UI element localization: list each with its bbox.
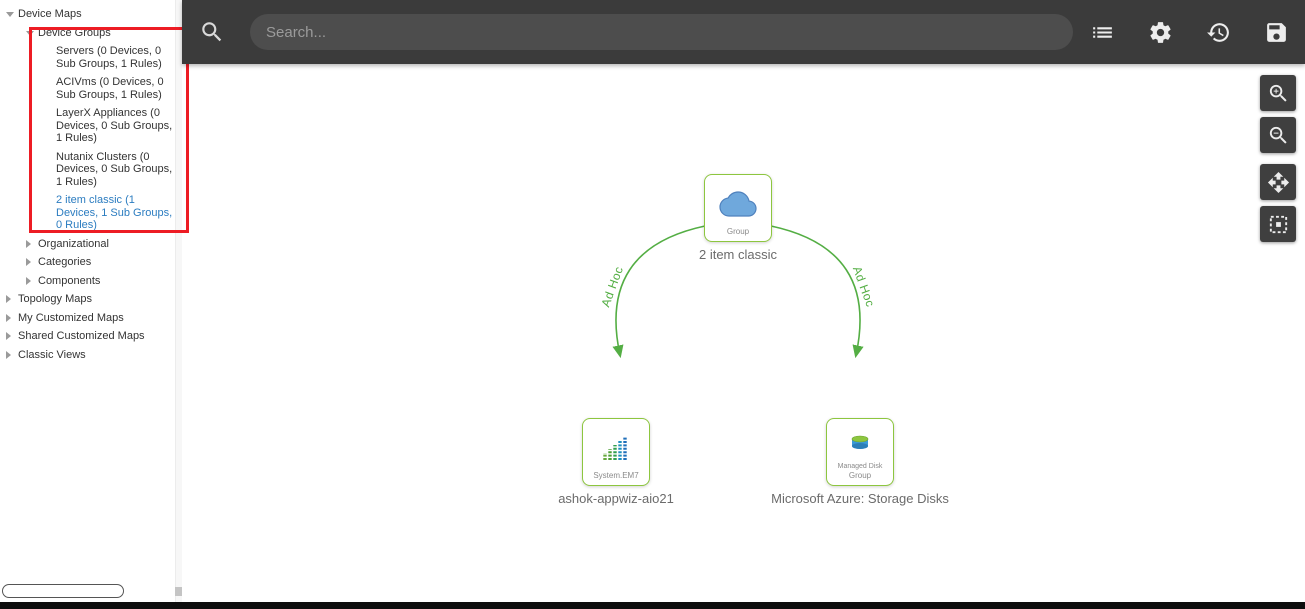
caret-right-icon xyxy=(26,258,31,266)
caret-right-icon xyxy=(6,295,11,303)
node-managed-disk[interactable]: Managed Disk Group xyxy=(826,418,894,486)
caret-right-icon xyxy=(6,350,11,359)
select-region-button[interactable] xyxy=(1260,206,1296,242)
sidebar-item-device-groups[interactable]: Device Groups xyxy=(0,27,182,40)
sidebar-item-label: Device Maps xyxy=(18,8,82,20)
sidebar-item-label: ACIVms (0 Devices, 0 Sub Groups, 1 Rules… xyxy=(56,76,164,101)
sidebar-item-organizational[interactable]: Organizational xyxy=(0,238,182,251)
sidebar-item-label: Components xyxy=(38,274,101,287)
sidebar-item-2-item-classic[interactable]: 2 item classic (1 Devices, 1 Sub Groups,… xyxy=(0,194,176,232)
caret-down-icon xyxy=(6,12,14,17)
sidebar-item-label: Categories xyxy=(38,256,92,268)
node-title: ashok-appwiz-aio21 xyxy=(558,491,674,506)
sidebar-item-layerx-appliances[interactable]: LayerX Appliances (0 Devices, 0 Sub Grou… xyxy=(0,107,176,145)
pan-button[interactable] xyxy=(1260,164,1296,200)
node-caption: Managed Disk xyxy=(837,463,883,470)
topology-edges: Ad Hoc Ad Hoc xyxy=(598,225,878,359)
sidebar-item-classic-views[interactable]: Classic Views xyxy=(0,349,182,362)
edge-label: Ad Hoc xyxy=(850,264,878,309)
topbar xyxy=(182,0,1305,64)
sidebar-item-label: Shared Customized Maps xyxy=(18,330,145,342)
node-group[interactable]: Group xyxy=(704,174,772,242)
sidebar-item-topology-maps[interactable]: Topology Maps xyxy=(0,293,182,306)
caret-right-icon xyxy=(26,276,31,285)
search-input[interactable] xyxy=(250,14,1073,50)
sidebar-item-label: Topology Maps xyxy=(18,293,92,305)
sidebar-filter-input[interactable] xyxy=(2,584,124,598)
node-caption: System.EM7 xyxy=(593,471,639,480)
sidebar-item-acivms[interactable]: ACIVms (0 Devices, 0 Sub Groups, 1 Rules… xyxy=(0,76,176,101)
zoom-in-button[interactable] xyxy=(1260,75,1296,111)
history-icon[interactable] xyxy=(1206,20,1231,45)
list-icon[interactable] xyxy=(1090,20,1115,45)
sidebar-item-label: My Customized Maps xyxy=(18,311,124,324)
caret-right-icon xyxy=(6,332,11,340)
bar-chart-icon xyxy=(585,425,647,471)
sidebar-item-label: LayerX Appliances (0 Devices, 0 Sub Grou… xyxy=(56,107,173,144)
sidebar: Device Maps Device Groups Servers (0 Dev… xyxy=(0,0,189,602)
cloud-icon xyxy=(707,181,769,227)
edge-group-to-em7 xyxy=(612,225,706,359)
edge-group-to-disk xyxy=(770,225,864,359)
sidebar-item-categories[interactable]: Categories xyxy=(0,256,182,269)
sidebar-item-shared-customized-maps[interactable]: Shared Customized Maps xyxy=(0,330,182,343)
sidebar-item-nutanix-clusters[interactable]: Nutanix Clusters (0 Devices, 0 Sub Group… xyxy=(0,151,176,189)
sidebar-item-components[interactable]: Components xyxy=(0,275,182,288)
sidebar-item-label: Classic Views xyxy=(18,348,86,361)
node-caption: Group xyxy=(726,227,750,236)
sidebar-item-my-customized-maps[interactable]: My Customized Maps xyxy=(0,312,182,325)
node-title: Microsoft Azure: Storage Disks xyxy=(771,491,949,506)
sidebar-item-servers[interactable]: Servers (0 Devices, 0 Sub Groups, 1 Rule… xyxy=(0,45,176,70)
caret-down-icon xyxy=(26,30,34,36)
settings-gear-icon[interactable] xyxy=(1148,20,1173,45)
sidebar-item-device-maps[interactable]: Device Maps xyxy=(0,8,182,21)
sidebar-item-label: Device Groups xyxy=(38,26,111,39)
node-title: 2 item classic xyxy=(698,247,778,262)
sidebar-item-label: Organizational xyxy=(38,237,109,250)
sidebar-item-label: Nutanix Clusters (0 Devices, 0 Sub Group… xyxy=(56,150,173,188)
node-em7[interactable]: System.EM7 xyxy=(582,418,650,486)
topbar-actions xyxy=(1090,0,1289,64)
sidebar-item-label: 2 item classic (1 Devices, 1 Sub Groups,… xyxy=(56,194,173,231)
caret-right-icon xyxy=(6,313,11,322)
zoom-out-button[interactable] xyxy=(1260,117,1296,153)
sidebar-scrollbar-thumb[interactable] xyxy=(175,587,182,596)
sidebar-item-label: Servers (0 Devices, 0 Sub Groups, 1 Rule… xyxy=(56,45,162,70)
device-maps-tree: Device Maps Device Groups Servers (0 Dev… xyxy=(0,0,182,361)
node-caption: Group xyxy=(848,471,872,480)
caret-right-icon xyxy=(26,239,31,248)
bottom-bar xyxy=(0,602,1305,609)
save-icon[interactable] xyxy=(1264,20,1289,45)
managed-disk-icon xyxy=(829,425,891,462)
map-canvas[interactable]: Ad Hoc Ad Hoc Group 2 item classic Syste… xyxy=(182,64,1305,602)
sidebar-scrollbar[interactable] xyxy=(175,0,182,602)
edge-label: Ad Hoc xyxy=(598,264,626,309)
search-icon xyxy=(199,19,225,45)
